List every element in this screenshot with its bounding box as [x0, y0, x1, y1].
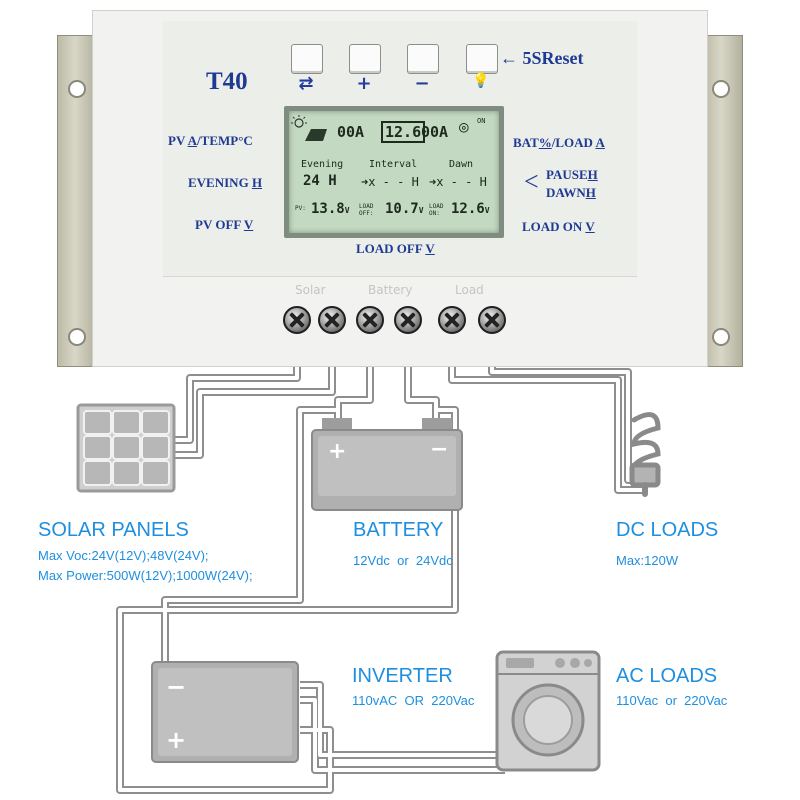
lcd-pv-off-value: 13.8V: [311, 201, 350, 217]
lcd-header-interval: Interval: [369, 159, 418, 170]
terminal-solar-neg[interactable]: [318, 306, 346, 334]
label-load-off: LOAD OFF V: [356, 241, 435, 256]
cfl-bulb-icon: [629, 412, 661, 497]
inverter-spec: 110vAC OR 220Vac: [352, 693, 475, 708]
battery-spec: 12Vdc or 24Vdc: [353, 553, 453, 568]
terminal-solar-pos[interactable]: [283, 306, 311, 334]
lcd-on-indicator: ON: [477, 117, 486, 125]
solar-spec-power: Max Power:500W(12V);1000W(24V);: [38, 568, 253, 583]
lcd-load-off-tag: LOAD OFF:: [359, 203, 374, 217]
inverter-title: INVERTER: [352, 665, 453, 687]
lcd-pv-off-tag: PV:: [295, 205, 306, 212]
ac-loads-spec: 110Vac or 220Vac: [616, 693, 728, 708]
solar-panels-title: SOLAR PANELS: [38, 519, 189, 541]
solar-spec-voc: Max Voc:24V(12V);48V(24V);: [38, 548, 209, 563]
lcd-screen: 00A 12.6 00A ◎ ON Evening Interval Dawn …: [284, 106, 504, 238]
dc-loads-spec: Max:120W: [616, 553, 679, 568]
right-mounting-bracket: [703, 35, 743, 367]
mount-hole: [712, 80, 730, 98]
svg-text:+: +: [166, 726, 186, 754]
sun-icon: [291, 115, 327, 141]
light-reset-button[interactable]: [466, 44, 498, 74]
label-pv-temp: PV A/TEMP°C: [168, 133, 253, 148]
label-pause: PAUSEH: [546, 167, 598, 182]
terminal-load-neg[interactable]: [478, 306, 506, 334]
lcd-header-dawn: Dawn: [449, 159, 474, 170]
bulb-icon: 💡: [472, 73, 490, 89]
mount-hole: [68, 328, 86, 346]
mount-hole: [68, 80, 86, 98]
lcd-pv-current: 00A: [337, 123, 365, 141]
chevron-left-icon: <: [524, 167, 539, 196]
left-mounting-bracket: [57, 35, 97, 367]
mount-hole: [712, 328, 730, 346]
label-bat-load: BAT%/LOAD A: [513, 135, 605, 150]
swap-arrows-icon: ⇄: [298, 73, 314, 94]
terminal-label-battery: Battery: [368, 283, 413, 297]
model-label: T40: [206, 68, 248, 95]
lcd-interval-hours: ➜x - - H: [361, 175, 419, 189]
label-evening: EVENING H: [188, 175, 263, 190]
lcd-header-evening: Evening: [301, 159, 344, 170]
reset-label: 5SReset: [522, 48, 584, 68]
minus-button[interactable]: [407, 44, 439, 74]
washing-machine-icon: [495, 650, 601, 772]
lcd-bulb-icon: ◎: [459, 117, 469, 136]
lcd-load-on-tag: LOAD ON:: [429, 203, 444, 217]
ac-loads-title: AC LOADS: [616, 665, 718, 687]
plus-button[interactable]: [349, 44, 381, 74]
svg-text:−: −: [166, 673, 186, 701]
battery-title: BATTERY: [353, 519, 444, 541]
mode-button[interactable]: [291, 44, 323, 74]
dc-loads-title: DC LOADS: [616, 519, 719, 541]
reset-hint: ← 5SReset: [500, 48, 584, 69]
lcd-load-off-value: 10.7V: [385, 201, 424, 217]
terminal-battery-neg[interactable]: [394, 306, 422, 334]
lcd-battery-voltage: 12.6: [381, 121, 426, 143]
minus-icon: −: [414, 73, 430, 94]
lcd-evening-hours: 24 H: [303, 173, 337, 189]
terminal-battery-pos[interactable]: [356, 306, 384, 334]
lcd-load-current: 00A: [421, 123, 449, 141]
terminal-label-load: Load: [455, 283, 484, 297]
inverter-icon: − +: [151, 661, 299, 763]
terminal-label-solar: Solar: [295, 283, 326, 297]
label-dawn: DAWNH: [546, 185, 596, 200]
label-pv-off: PV OFF V: [195, 217, 254, 232]
lcd-load-on-value: 12.6V: [451, 201, 490, 217]
battery-icon: + −: [311, 418, 463, 511]
svg-text:−: −: [430, 437, 448, 462]
lcd-dawn-hours: ➜x - - H: [429, 175, 487, 189]
solar-panel-icon: [76, 403, 176, 493]
label-load-on: LOAD ON V: [522, 219, 595, 234]
left-arrow-icon: ←: [500, 48, 518, 68]
svg-text:+: +: [328, 439, 346, 464]
plus-icon: +: [356, 73, 372, 94]
terminal-load-pos[interactable]: [438, 306, 466, 334]
